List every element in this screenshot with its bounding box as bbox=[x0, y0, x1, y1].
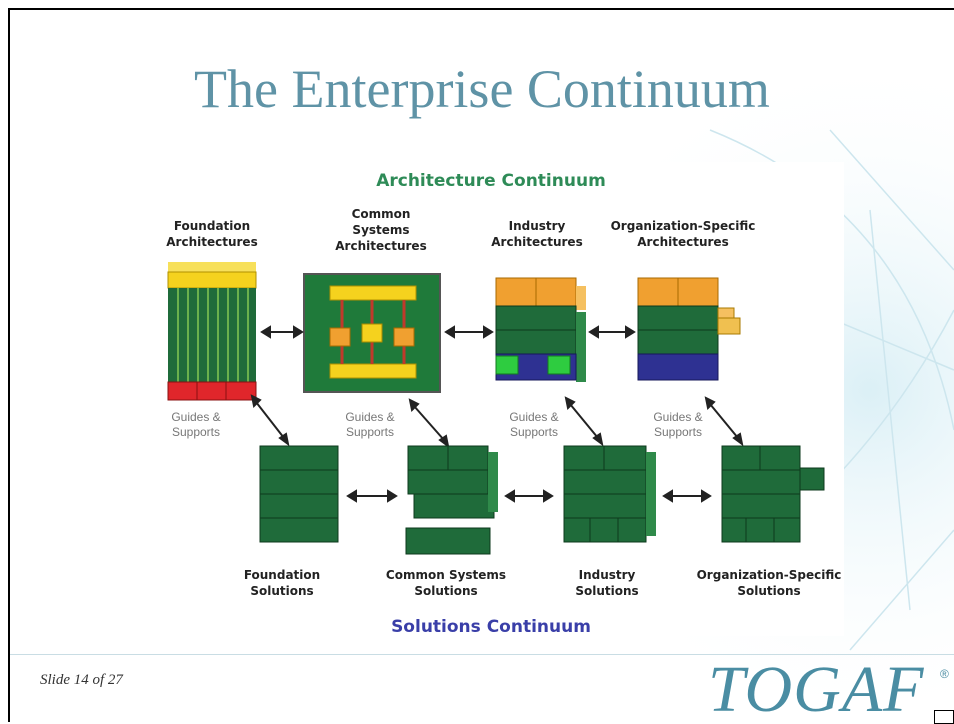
foundation-architectures-label: Foundation Architectures bbox=[166, 219, 258, 249]
industry-architectures-label: Industry Architectures bbox=[491, 219, 583, 249]
industry-solutions-graphic bbox=[563, 445, 656, 543]
common-systems-architectures-graphic bbox=[303, 273, 441, 393]
organization-specific-solutions-label: Organization-Specific Solutions bbox=[696, 568, 842, 598]
foundation-architectures-graphic bbox=[167, 262, 257, 401]
guides-supports-label-3: Guides & Supports bbox=[509, 410, 559, 439]
guides-supports-label-4: Guides & Supports bbox=[653, 410, 703, 439]
enterprise-continuum-diagram: Architecture Continuum Foundation Archit… bbox=[138, 162, 844, 637]
solutions-arrows bbox=[346, 489, 712, 503]
organization-specific-solutions-graphic bbox=[721, 445, 825, 543]
slide: The Enterprise Continuum bbox=[8, 8, 954, 722]
architecture-arrows bbox=[260, 325, 636, 339]
corner-box bbox=[934, 710, 954, 724]
organization-specific-architectures-label: Organization-Specific Architectures bbox=[610, 219, 756, 249]
foundation-solutions-graphic bbox=[259, 445, 339, 543]
solutions-continuum-title: Solutions Continuum bbox=[391, 617, 591, 637]
common-systems-architectures-label: Common Systems Architectures bbox=[335, 207, 427, 253]
registered-mark: ® bbox=[940, 667, 949, 681]
common-systems-solutions-label: Common Systems Solutions bbox=[385, 568, 507, 598]
common-systems-solutions-graphic bbox=[405, 445, 498, 555]
industry-architectures-graphic bbox=[495, 277, 586, 382]
guides-arrows bbox=[250, 394, 744, 449]
diagram-graphics bbox=[167, 262, 825, 555]
organization-specific-architectures-graphic bbox=[637, 277, 741, 381]
slide-title: The Enterprise Continuum bbox=[194, 59, 770, 119]
industry-solutions-label: Industry Solutions bbox=[575, 568, 639, 598]
footer-divider bbox=[10, 654, 954, 655]
guides-supports-label-2: Guides & Supports bbox=[345, 410, 395, 439]
togaf-logo: TOGAF bbox=[708, 653, 925, 722]
foundation-solutions-label: Foundation Solutions bbox=[243, 568, 321, 598]
slide-number: Slide 14 of 27 bbox=[40, 672, 123, 688]
architecture-continuum-title: Architecture Continuum bbox=[376, 171, 606, 191]
guides-supports-label-1: Guides & Supports bbox=[171, 410, 221, 439]
